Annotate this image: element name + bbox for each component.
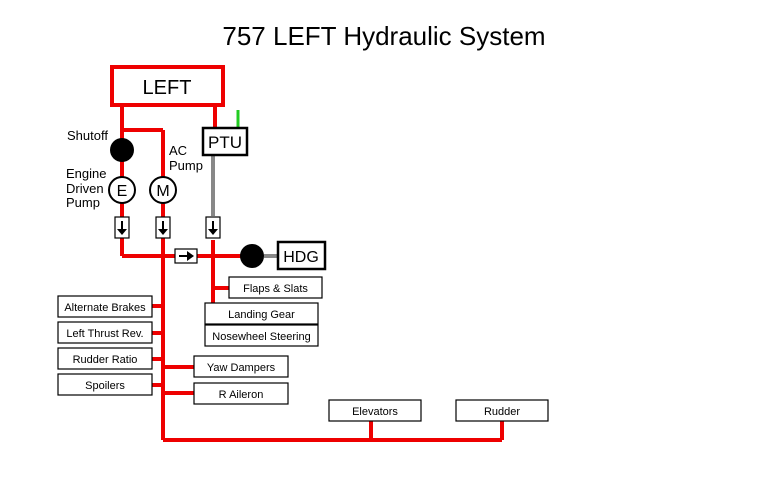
engine-pump[interactable]: E [108, 176, 136, 204]
spoilers-label: Spoilers [85, 380, 125, 392]
alternate-brakes-label: Alternate Brakes [64, 302, 146, 314]
check-valve-crossover[interactable] [174, 248, 198, 264]
ac-pump-label-2: Pump [169, 158, 203, 173]
shutoff-valve-icon[interactable] [110, 138, 134, 162]
ac-pump-symbol: M [156, 183, 169, 200]
rudder-label: Rudder [484, 406, 520, 418]
shutoff-label: Shutoff [67, 128, 108, 143]
engine-pump-label-1: Engine [66, 166, 106, 181]
engine-pump-label-2: Driven [66, 181, 104, 196]
left-thrust-rev-label: Left Thrust Rev. [66, 328, 143, 340]
hdg-valve-icon[interactable] [240, 244, 264, 268]
component-elevators[interactable]: Elevators [328, 399, 422, 422]
nosewheel-steering-label: Nosewheel Steering [212, 331, 310, 343]
check-valve-ac[interactable] [155, 216, 171, 239]
component-rudder-ratio[interactable]: Rudder Ratio [57, 347, 153, 370]
component-nosewheel-steering[interactable]: Nosewheel Steering [204, 324, 319, 347]
hdg-label: HDG [283, 249, 319, 266]
component-alternate-brakes[interactable]: Alternate Brakes [57, 295, 153, 318]
arrow-down-icon [158, 221, 168, 235]
left-reservoir[interactable]: LEFT [110, 65, 225, 107]
ptu-lines [211, 155, 278, 258]
component-spoilers[interactable]: Spoilers [57, 373, 153, 396]
arrow-right-icon [179, 251, 194, 261]
flaps-slats-label: Flaps & Slats [243, 283, 308, 295]
check-valve-ptu[interactable] [205, 216, 221, 239]
rudder-ratio-label: Rudder Ratio [73, 354, 138, 366]
ptu[interactable]: PTU [201, 126, 249, 157]
component-left-thrust-rev[interactable]: Left Thrust Rev. [57, 321, 153, 344]
engine-pump-symbol: E [117, 183, 128, 200]
reservoir-label: LEFT [143, 77, 192, 99]
component-yaw-dampers[interactable]: Yaw Dampers [193, 355, 289, 378]
arrow-down-icon [117, 221, 127, 235]
component-landing-gear[interactable]: Landing Gear [204, 302, 319, 325]
arrow-down-icon [208, 221, 218, 235]
ac-pump-label-1: AC [169, 143, 187, 158]
engine-pump-label-3: Pump [66, 195, 100, 210]
yaw-dampers-label: Yaw Dampers [207, 362, 276, 374]
elevators-label: Elevators [352, 406, 398, 418]
hdg-box[interactable]: HDG [276, 240, 327, 271]
component-flaps-slats[interactable]: Flaps & Slats [228, 276, 323, 299]
page-title: 757 LEFT Hydraulic System [222, 21, 545, 51]
landing-gear-label: Landing Gear [228, 309, 295, 321]
check-valve-engine[interactable] [114, 216, 130, 239]
component-r-aileron[interactable]: R Aileron [193, 382, 289, 405]
r-aileron-label: R Aileron [219, 389, 264, 401]
component-rudder[interactable]: Rudder [455, 399, 549, 422]
ptu-label: PTU [208, 133, 242, 152]
ac-pump[interactable]: M [149, 176, 177, 204]
